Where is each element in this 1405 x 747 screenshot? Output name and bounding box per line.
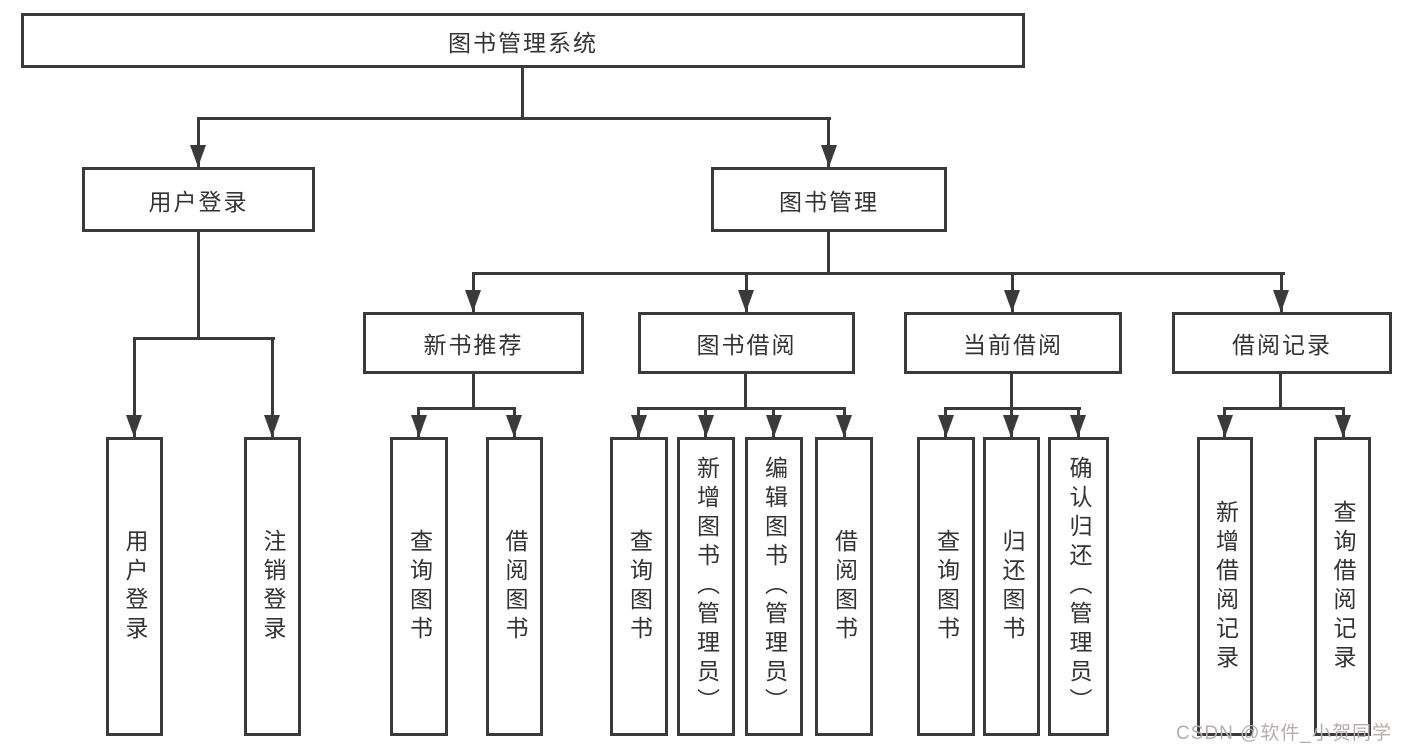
arrow-down-icon	[1004, 290, 1020, 312]
arrow-down-icon	[1335, 415, 1351, 437]
node-book-borrow: 图书借阅	[638, 312, 855, 374]
node-user-login: 用户登录	[82, 167, 315, 232]
connector-drop-book-management	[827, 117, 830, 167]
node-label: 借阅记录	[1232, 332, 1332, 358]
node-label: 新书推荐	[423, 332, 524, 358]
connector-mgmt-horizontal	[472, 272, 1285, 275]
leaf-borrow-books-recommend: 借阅图书	[486, 437, 543, 736]
leaf-label: 归还图书	[999, 528, 1025, 645]
arrow-down-icon	[506, 415, 522, 437]
connector-drop-leaf	[133, 337, 136, 437]
leaf-label: 查询借阅记录	[1330, 499, 1356, 674]
leaf-query-books-current: 查询图书	[917, 437, 975, 736]
leaf-label: 借阅图书	[502, 528, 528, 645]
leaf-label: 查询图书	[933, 528, 960, 645]
leaf-user-login: 用户登录	[106, 437, 163, 736]
leaf-query-books-recommend: 查询图书	[390, 437, 448, 736]
leaf-edit-book-admin: 编辑图书（管理员）	[745, 437, 803, 736]
arrow-down-icon	[465, 290, 481, 312]
node-library-system: 图书管理系统	[21, 13, 1025, 68]
csdn-watermark: CSDN @软件_小贺同学	[1176, 723, 1392, 744]
arrow-down-icon	[264, 415, 280, 437]
leaf-label: 查询图书	[406, 528, 433, 645]
arrow-down-icon	[738, 290, 754, 312]
connector-mgmt-stem	[827, 232, 830, 275]
leaf-label: 新增借阅记录	[1212, 499, 1239, 674]
node-new-book-recommend: 新书推荐	[363, 312, 584, 374]
connector-group1-horizontal	[417, 407, 516, 410]
arrow-down-icon	[698, 415, 714, 437]
connector-group1-stem	[472, 374, 475, 410]
leaf-add-book-admin: 新增图书（管理员）	[677, 437, 735, 736]
connector-group4-stem	[1279, 374, 1282, 410]
leaf-return-books: 归还图书	[983, 437, 1040, 736]
connector-root-stem	[521, 68, 524, 120]
arrow-down-icon	[411, 415, 427, 437]
leaf-query-books-borrow: 查询图书	[610, 437, 668, 736]
arrow-down-icon	[821, 145, 837, 167]
connector-user-horizontal	[133, 337, 275, 340]
leaf-label: 确认归还（管理员）	[1066, 456, 1092, 717]
node-label: 当前借阅	[963, 332, 1063, 358]
leaf-label: 用户登录	[122, 528, 148, 645]
leaf-query-borrow-record: 查询借阅记录	[1314, 437, 1371, 736]
node-label: 图书管理	[779, 188, 879, 215]
arrow-down-icon	[1070, 415, 1086, 437]
connector-root-horizontal	[197, 117, 831, 120]
node-borrow-records: 借阅记录	[1172, 312, 1392, 374]
connector-group4-horizontal	[1223, 407, 1345, 410]
arrow-down-icon	[938, 415, 954, 437]
connector-group3-stem	[1010, 374, 1013, 410]
leaf-label: 新增图书（管理员）	[693, 456, 720, 717]
connector-drop-leaf	[271, 337, 274, 437]
leaf-label: 注销登录	[260, 528, 286, 645]
leaf-label: 查询图书	[626, 528, 653, 645]
arrow-down-icon	[1217, 415, 1233, 437]
arrow-down-icon	[1003, 415, 1019, 437]
node-current-borrow: 当前借阅	[904, 312, 1122, 374]
arrow-down-icon	[836, 415, 852, 437]
arrow-down-icon	[631, 415, 647, 437]
connector-group2-stem	[744, 374, 747, 410]
connector-drop-user-login	[197, 117, 200, 167]
connector-user-stem	[197, 232, 200, 340]
node-book-management: 图书管理	[711, 167, 947, 232]
leaf-add-borrow-record: 新增借阅记录	[1197, 437, 1253, 736]
leaf-logout: 注销登录	[244, 437, 301, 736]
leaf-label: 编辑图书（管理员）	[761, 456, 788, 717]
arrow-down-icon	[190, 145, 206, 167]
leaf-label: 借阅图书	[831, 528, 858, 645]
leaf-borrow-books: 借阅图书	[815, 437, 873, 736]
arrow-down-icon	[766, 415, 782, 437]
node-label: 图书管理系统	[448, 29, 598, 56]
arrow-down-icon	[126, 415, 142, 437]
arrow-down-icon	[1273, 290, 1289, 312]
node-label: 图书借阅	[696, 332, 797, 358]
leaf-confirm-return-admin: 确认归还（管理员）	[1048, 437, 1109, 736]
connector-group2-horizontal	[637, 407, 846, 410]
node-label: 用户登录	[148, 188, 249, 215]
